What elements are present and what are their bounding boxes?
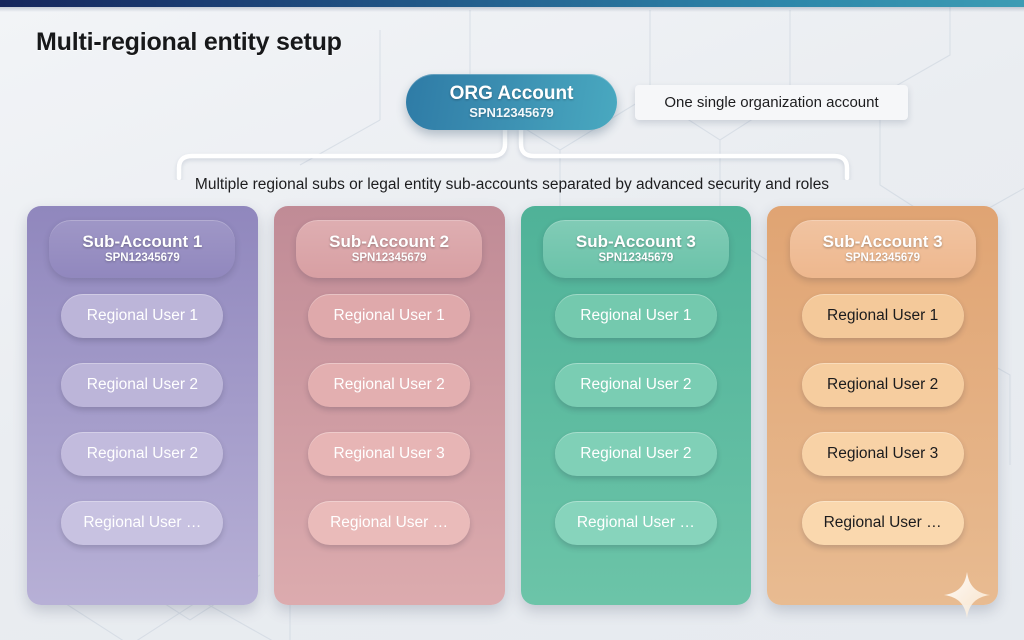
regional-user-pill[interactable]: Regional User 2 [61, 363, 224, 407]
regional-user-pill[interactable]: Regional User 3 [801, 432, 964, 476]
org-account-spn: SPN12345679 [469, 104, 554, 120]
regional-user-pill[interactable]: Regional User 2 [61, 432, 224, 476]
sub-account-header[interactable]: Sub-Account 1 SPN12345679 [49, 220, 236, 278]
bracket-connector [176, 128, 850, 180]
regional-user-pill[interactable]: Regional User … [554, 501, 717, 545]
sub-account-column[interactable]: Sub-Account 2 SPN12345679 Regional User … [273, 206, 505, 605]
sub-account-title: Sub-Account 3 [822, 231, 943, 251]
regional-user-pill[interactable]: Regional User 1 [801, 294, 964, 338]
org-account-node[interactable]: ORG Account SPN12345679 [406, 74, 617, 130]
regional-user-pill[interactable]: Regional User … [308, 501, 471, 545]
sub-account-header[interactable]: Sub-Account 3 SPN12345679 [789, 220, 976, 278]
regional-user-pill[interactable]: Regional User … [61, 501, 224, 545]
org-account-callout: One single organization account [635, 85, 908, 120]
sub-account-column[interactable]: Sub-Account 1 SPN12345679 Regional User … [27, 206, 258, 605]
sub-account-column[interactable]: Sub-Account 3 SPN12345679 Regional User … [767, 206, 998, 605]
sub-account-column[interactable]: Sub-Account 3 SPN12345679 Regional User … [520, 206, 752, 605]
sub-account-title: Sub-Account 2 [329, 231, 450, 251]
regional-user-pill[interactable]: Regional User 1 [554, 294, 717, 338]
sub-account-header[interactable]: Sub-Account 2 SPN12345679 [296, 220, 483, 278]
sub-account-spn: SPN12345679 [845, 251, 921, 264]
org-account-title: ORG Account [449, 82, 574, 104]
sub-account-title: Sub-Account 1 [82, 231, 203, 251]
diagram-caption: Multiple regional subs or legal entity s… [194, 176, 830, 193]
sparkle-icon [944, 572, 990, 618]
sub-account-columns: Sub-Account 1 SPN12345679 Regional User … [27, 206, 998, 605]
regional-user-pill[interactable]: Regional User 2 [554, 363, 717, 407]
sub-account-spn: SPN12345679 [351, 251, 427, 264]
regional-user-pill[interactable]: Regional User 2 [554, 432, 717, 476]
sub-account-title: Sub-Account 3 [575, 231, 696, 251]
regional-user-pill[interactable]: Regional User 3 [308, 432, 471, 476]
callout-text: One single organization account [664, 94, 879, 111]
regional-user-pill[interactable]: Regional User 2 [308, 363, 471, 407]
regional-user-pill[interactable]: Regional User 1 [61, 294, 224, 338]
regional-user-pill[interactable]: Regional User 2 [801, 363, 964, 407]
top-accent-bar [0, 0, 1024, 7]
regional-user-pill[interactable]: Regional User 1 [308, 294, 471, 338]
sub-account-header[interactable]: Sub-Account 3 SPN12345679 [542, 220, 729, 278]
sub-account-spn: SPN12345679 [598, 251, 674, 264]
sub-account-spn: SPN12345679 [104, 251, 180, 264]
regional-user-pill[interactable]: Regional User … [801, 501, 964, 545]
page-title: Multi-regional entity setup [36, 28, 342, 56]
top-bar-shadow [0, 7, 1024, 12]
